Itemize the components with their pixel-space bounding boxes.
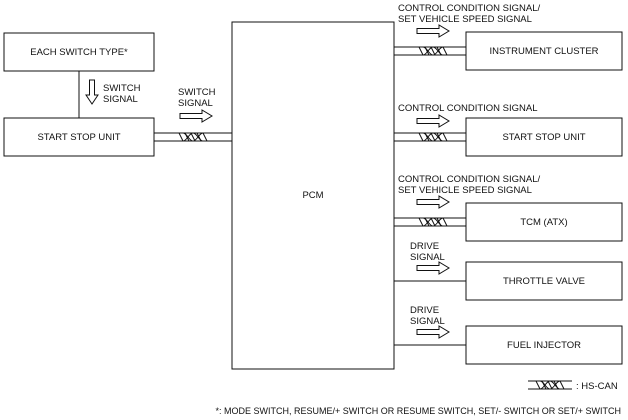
fuel-injector-signal-line1: DRIVE	[410, 305, 439, 316]
tcm-signal-arrow	[416, 195, 450, 209]
switch-signal-horizontal-line2: SIGNAL	[178, 98, 213, 109]
switch-signal-down-arrow	[85, 79, 99, 105]
each-switch-type-label: EACH SWITCH TYPE*	[30, 47, 128, 58]
tcm-signal-line1: CONTROL CONDITION SIGNAL/	[398, 174, 541, 185]
instrument-cluster-signal-line1: CONTROL CONDITION SIGNAL/	[398, 3, 541, 14]
start-stop-right-signal: CONTROL CONDITION SIGNAL	[398, 103, 538, 114]
tcm-can-twist	[414, 217, 452, 227]
instrument-cluster-signal-line2: SET VEHICLE SPEED SIGNAL	[398, 14, 532, 25]
hs-can-legend: : HS-CAN	[528, 380, 618, 392]
switch-signal-right-arrow	[179, 109, 213, 123]
each-switch-type-box: EACH SWITCH TYPE*	[3, 32, 155, 72]
instrument-cluster-signal-arrow	[416, 24, 450, 38]
throttle-valve-signal-line2: SIGNAL	[410, 252, 445, 263]
start-stop-unit-left-box: START STOP UNIT	[3, 117, 155, 157]
throttle-valve-signal-line1: DRIVE	[410, 241, 439, 252]
footnote: *: MODE SWITCH, RESUME/+ SWITCH OR RESUM…	[215, 406, 621, 416]
start-stop-unit-right-box: START STOP UNIT	[465, 117, 623, 157]
switch-signal-vertical-line1: SWITCH	[103, 83, 141, 94]
throttle-valve-box: THROTTLE VALVE	[465, 261, 623, 301]
start-stop-right-can-twist	[414, 132, 452, 142]
tcm-label: TCM (ATX)	[520, 217, 567, 228]
throttle-valve-label: THROTTLE VALVE	[503, 276, 585, 287]
hs-can-legend-label: : HS-CAN	[576, 381, 618, 392]
instrument-cluster-can-twist	[414, 46, 452, 56]
instrument-cluster-label: INSTRUMENT CLUSTER	[489, 46, 598, 57]
hs-can-legend-symbol	[531, 380, 569, 390]
throttle-valve-signal-arrow	[416, 261, 450, 275]
start-stop-unit-right-label: START STOP UNIT	[502, 132, 585, 143]
pcm-label: PCM	[302, 190, 323, 201]
tcm-signal-line2: SET VEHICLE SPEED SIGNAL	[398, 185, 532, 196]
start-stop-right-signal-arrow	[416, 114, 450, 128]
start-stop-can-twist	[174, 132, 212, 142]
fuel-injector-signal-arrow	[416, 325, 450, 339]
pcm-box: PCM	[231, 21, 395, 370]
instrument-cluster-box: INSTRUMENT CLUSTER	[465, 31, 623, 71]
tcm-box: TCM (ATX)	[465, 202, 623, 242]
fuel-injector-label: FUEL INJECTOR	[507, 340, 581, 351]
switch-signal-horizontal-line1: SWITCH	[178, 87, 216, 98]
fuel-injector-signal-line2: SIGNAL	[410, 316, 445, 327]
fuel-injector-box: FUEL INJECTOR	[465, 325, 623, 365]
start-stop-unit-left-label: START STOP UNIT	[37, 132, 120, 143]
switch-signal-vertical-line2: SIGNAL	[103, 94, 138, 105]
